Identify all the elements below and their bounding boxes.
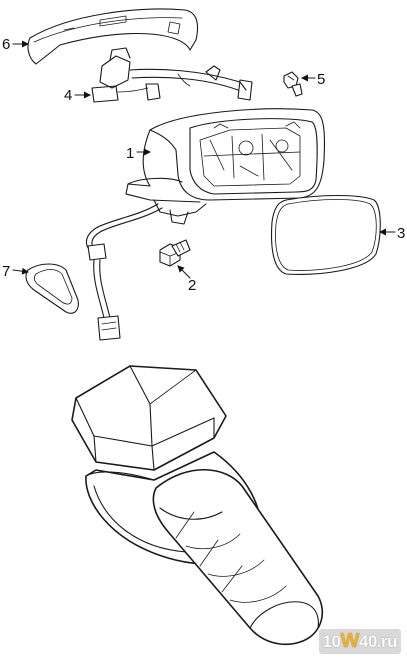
part-1-mirror-housing: [125, 108, 326, 225]
watermark-accent: W: [340, 630, 359, 652]
watermark-prefix: 10: [322, 632, 341, 651]
part-2-bolt: [159, 239, 191, 267]
wiring-harness: [85, 203, 163, 341]
callout-5-label: 5: [317, 71, 325, 88]
site-watermark-logo: 10W40.ru: [318, 629, 401, 654]
callout-2-arrow: [177, 265, 191, 279]
watermark-suffix: 40.ru: [358, 632, 398, 651]
callout-3: 3: [379, 225, 405, 242]
part-6-mirror-cover: [27, 8, 199, 65]
callout-6-label: 6: [2, 36, 10, 53]
callout-4: 4: [64, 87, 91, 104]
part-3-mirror-glass: [270, 194, 381, 275]
part-4-motor-harness: [91, 47, 253, 103]
callout-1-label: 1: [126, 145, 134, 162]
callout-3-label: 3: [397, 225, 405, 242]
callout-7-arrow: [12, 267, 29, 275]
callout-2: 2: [177, 265, 196, 294]
callout-7-label: 7: [2, 263, 10, 280]
callout-6: 6: [2, 36, 29, 53]
bolt-detail-enlarged: [71, 365, 324, 646]
callout-2-label: 2: [188, 277, 196, 294]
part-7-turn-lamp: [25, 263, 79, 314]
callout-4-label: 4: [64, 87, 72, 104]
part-5-screw: [283, 71, 303, 97]
callout-7: 7: [2, 263, 29, 280]
callout-1: 1: [126, 145, 151, 162]
callout-5: 5: [301, 71, 325, 88]
